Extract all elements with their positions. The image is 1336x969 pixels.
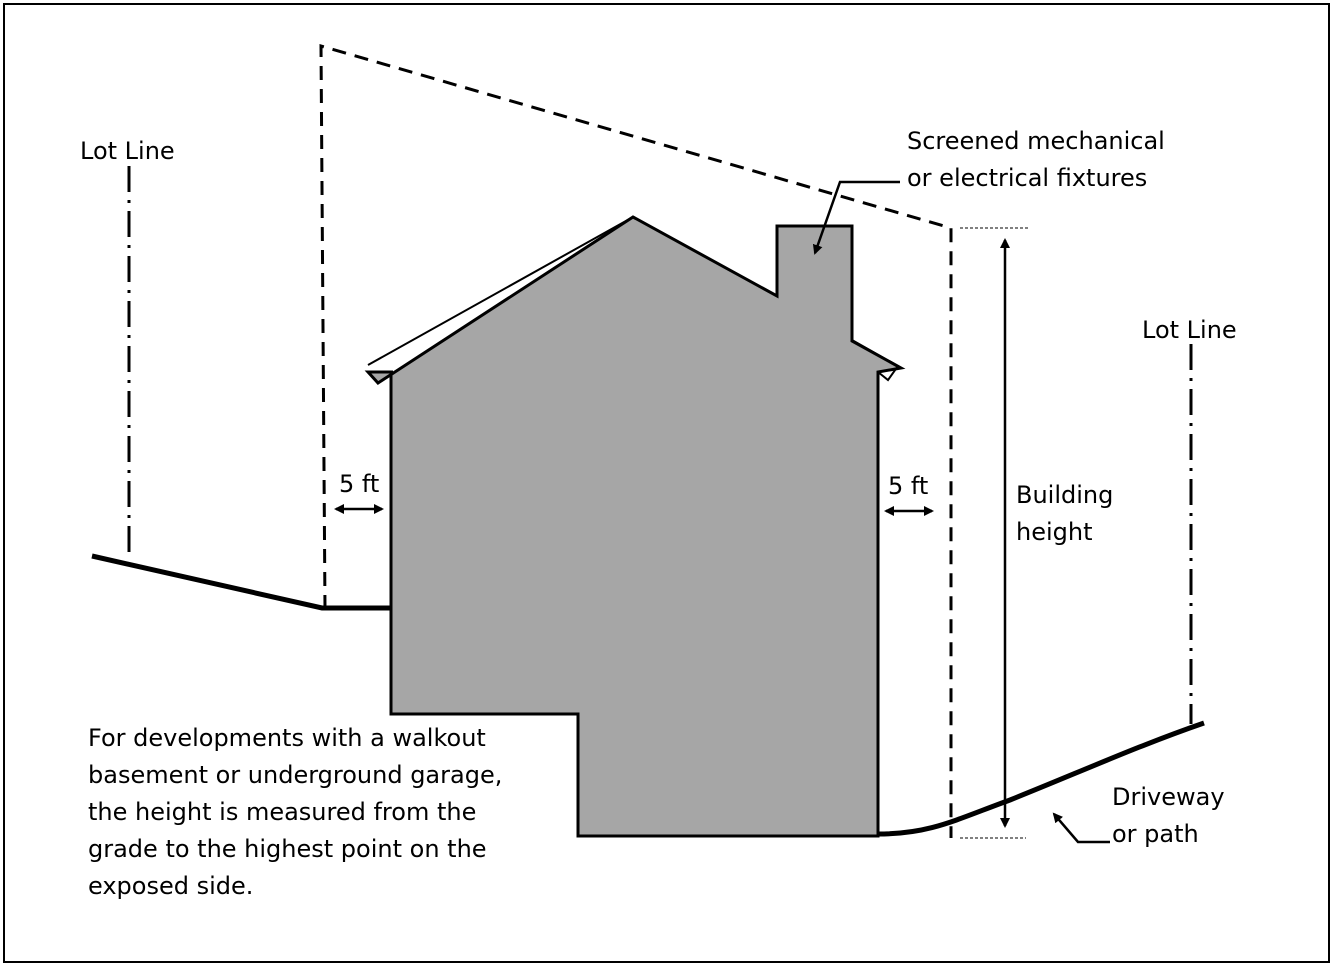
fixtures-leader-arrow: [812, 180, 900, 255]
note-line-2: basement or underground garage,: [88, 761, 503, 789]
note-line-1: For developments with a walkout: [88, 724, 486, 752]
lot-line-left-label: Lot Line: [80, 137, 175, 165]
fixtures-label: Screened mechanical or electrical fixtur…: [907, 123, 1165, 197]
driveway-label-line-1: Driveway: [1112, 783, 1225, 811]
fixtures-label-line-1: Screened mechanical: [907, 127, 1165, 155]
driveway-leader-arrow: [1052, 812, 1110, 844]
note-line-5: exposed side.: [88, 872, 254, 900]
ground-left: [91, 553, 391, 611]
measurement-note: For developments with a walkout basement…: [88, 720, 502, 905]
driveway-label-line-2: or path: [1112, 820, 1199, 848]
building-height-label: Building height: [1016, 477, 1113, 551]
building-height-label-line-1: Building: [1016, 481, 1114, 509]
setback-left-label: 5 ft: [339, 470, 380, 498]
ground-right-driveway: [877, 720, 1205, 837]
fixtures-label-line-2: or electrical fixtures: [907, 164, 1148, 192]
roof-outline: [367, 215, 900, 382]
building-height-label-line-2: height: [1016, 518, 1093, 546]
note-line-4: grade to the highest point on the: [88, 835, 487, 863]
setback-right-label: 5 ft: [888, 472, 929, 500]
height-envelope: [319, 44, 953, 838]
note-line-3: the height is measured from the: [88, 798, 477, 826]
driveway-label: Driveway or path: [1112, 779, 1225, 853]
lot-line-right-label: Lot Line: [1142, 316, 1237, 344]
diagram-frame: [3, 3, 1330, 963]
